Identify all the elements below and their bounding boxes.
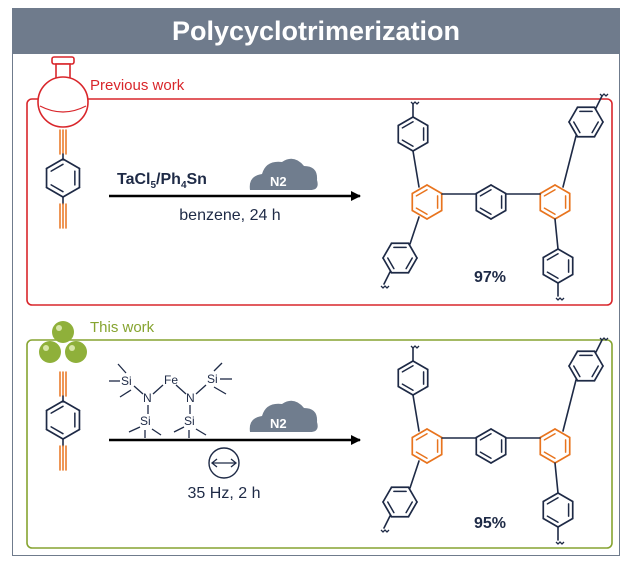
atom-label: Si	[184, 414, 195, 428]
tacl5-ph4sn-reagent: TaCl5/Ph4Sn	[117, 171, 207, 191]
diethynylbenzene-monomer	[45, 371, 81, 471]
ball-milling-icon	[208, 447, 240, 479]
round-flask-icon	[37, 56, 89, 128]
reaction-conditions: 35 Hz, 2 h	[188, 485, 261, 502]
polyphenylene-product	[380, 337, 609, 545]
this-work-label: This work	[90, 319, 155, 336]
reaction-conditions: benzene, 24 h	[179, 207, 280, 224]
title-banner	[12, 8, 620, 54]
atom-label: Fe	[164, 373, 178, 387]
atom-label: Si	[140, 414, 151, 428]
product-yield: 95%	[474, 515, 506, 532]
atom-label: Si	[121, 374, 132, 388]
polyphenylene-product	[380, 93, 609, 301]
fe-silylamide-catalyst: Si N Fe N Si Si Si	[109, 362, 232, 438]
figure-title: Polycyclotrimerization	[171, 16, 461, 46]
diethynylbenzene-monomer	[45, 129, 81, 229]
cloud-icon: N2	[249, 158, 318, 190]
nitrogen-atmosphere-label: N2	[270, 174, 287, 189]
this-work-box	[26, 339, 613, 549]
atom-label: Si	[207, 372, 218, 386]
cloud-icon: N2	[249, 400, 318, 432]
previous-work-box	[26, 98, 613, 306]
nitrogen-atmosphere-label: N2	[270, 416, 287, 431]
atom-label: N	[143, 391, 152, 405]
atom-label: N	[186, 391, 195, 405]
product-yield: 97%	[474, 269, 506, 286]
previous-work-label: Previous work	[90, 77, 185, 94]
milling-balls-icon	[39, 321, 87, 363]
